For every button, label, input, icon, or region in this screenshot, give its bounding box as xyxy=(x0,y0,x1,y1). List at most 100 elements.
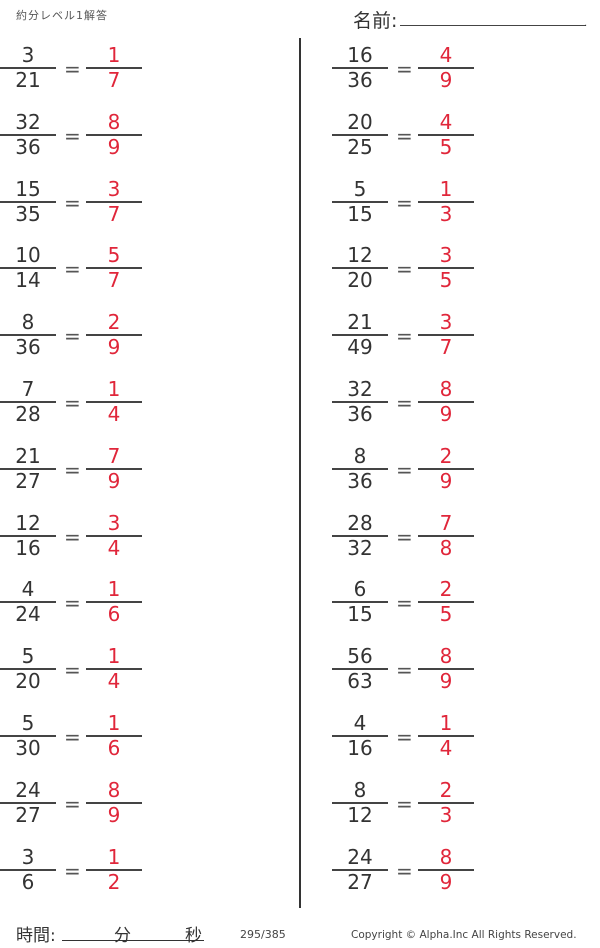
fraction-bar xyxy=(332,67,388,69)
question-numerator: 6 xyxy=(353,577,367,602)
equals-sign: = xyxy=(64,324,81,349)
question-numerator: 32 xyxy=(347,376,373,401)
question-denominator: 32 xyxy=(347,535,373,560)
question-numerator: 4 xyxy=(21,577,35,602)
fraction-bar xyxy=(418,200,474,203)
answer-denominator: 2 xyxy=(107,869,121,894)
answer-denominator: 7 xyxy=(107,68,121,92)
question-denominator: 27 xyxy=(15,802,41,827)
answer-denominator: 6 xyxy=(107,602,121,627)
fraction-bar xyxy=(0,668,56,671)
fraction-bar xyxy=(418,334,474,337)
question-numerator: 5 xyxy=(353,176,367,201)
question-numerator: 10 xyxy=(15,243,41,268)
answer-denominator: 9 xyxy=(439,468,453,493)
time-field[interactable] xyxy=(62,940,204,941)
name-field[interactable] xyxy=(400,25,586,26)
answer-denominator: 4 xyxy=(107,535,121,560)
fraction-bar xyxy=(0,133,56,136)
question-numerator: 12 xyxy=(15,510,41,535)
equals-sign: = xyxy=(64,190,81,215)
equals-sign: = xyxy=(396,190,413,215)
fraction-bar xyxy=(86,534,142,537)
answer-numerator: 1 xyxy=(107,710,121,735)
fraction-bar xyxy=(0,334,56,337)
equals-sign: = xyxy=(64,591,81,616)
question-denominator: 21 xyxy=(15,68,41,92)
equals-sign: = xyxy=(64,658,81,683)
fraction-bar xyxy=(0,67,56,69)
fraction-bar xyxy=(418,67,474,69)
fraction-bar xyxy=(332,467,388,470)
fraction-bar xyxy=(0,400,56,403)
question-denominator: 15 xyxy=(347,602,373,627)
page-number: 295/385 xyxy=(240,928,286,941)
question-numerator: 5 xyxy=(21,644,35,669)
answer-numerator: 5 xyxy=(107,243,121,268)
answer-numerator: 8 xyxy=(439,844,453,869)
answer-numerator: 3 xyxy=(107,176,121,201)
question-denominator: 36 xyxy=(347,68,373,92)
question-numerator: 7 xyxy=(21,376,35,401)
question-numerator: 16 xyxy=(347,43,373,67)
question-denominator: 6 xyxy=(21,869,35,894)
question-numerator: 24 xyxy=(347,844,373,869)
equals-sign: = xyxy=(396,791,413,816)
fraction-bar xyxy=(86,267,142,270)
fraction-bar xyxy=(418,467,474,470)
answer-denominator: 6 xyxy=(107,735,121,760)
answer-numerator: 8 xyxy=(107,777,121,802)
answer-denominator: 5 xyxy=(439,602,453,627)
answer-denominator: 9 xyxy=(439,869,453,894)
answer-numerator: 1 xyxy=(439,710,453,735)
question-numerator: 8 xyxy=(353,443,367,468)
fraction-bar xyxy=(0,601,56,604)
answer-numerator: 1 xyxy=(107,844,121,869)
fraction-bar xyxy=(332,400,388,403)
answer-denominator: 7 xyxy=(439,335,453,360)
fraction-bar xyxy=(332,868,388,871)
question-numerator: 5 xyxy=(21,710,35,735)
equals-sign: = xyxy=(64,123,81,148)
question-numerator: 15 xyxy=(15,176,41,201)
equals-sign: = xyxy=(396,123,413,148)
fraction-bar xyxy=(332,133,388,136)
fraction-bar xyxy=(86,467,142,470)
fraction-bar xyxy=(0,801,56,804)
answer-numerator: 2 xyxy=(107,310,121,335)
answer-numerator: 8 xyxy=(439,644,453,669)
fraction-bar xyxy=(332,734,388,737)
answer-denominator: 3 xyxy=(439,201,453,226)
question-denominator: 36 xyxy=(15,335,41,360)
copyright: Copyright © Alpha.Inc All Rights Reserve… xyxy=(351,929,577,941)
answer-denominator: 9 xyxy=(107,468,121,493)
fraction-bar xyxy=(0,534,56,537)
fraction-bar xyxy=(418,267,474,270)
question-denominator: 28 xyxy=(15,401,41,426)
answer-denominator: 9 xyxy=(107,134,121,159)
